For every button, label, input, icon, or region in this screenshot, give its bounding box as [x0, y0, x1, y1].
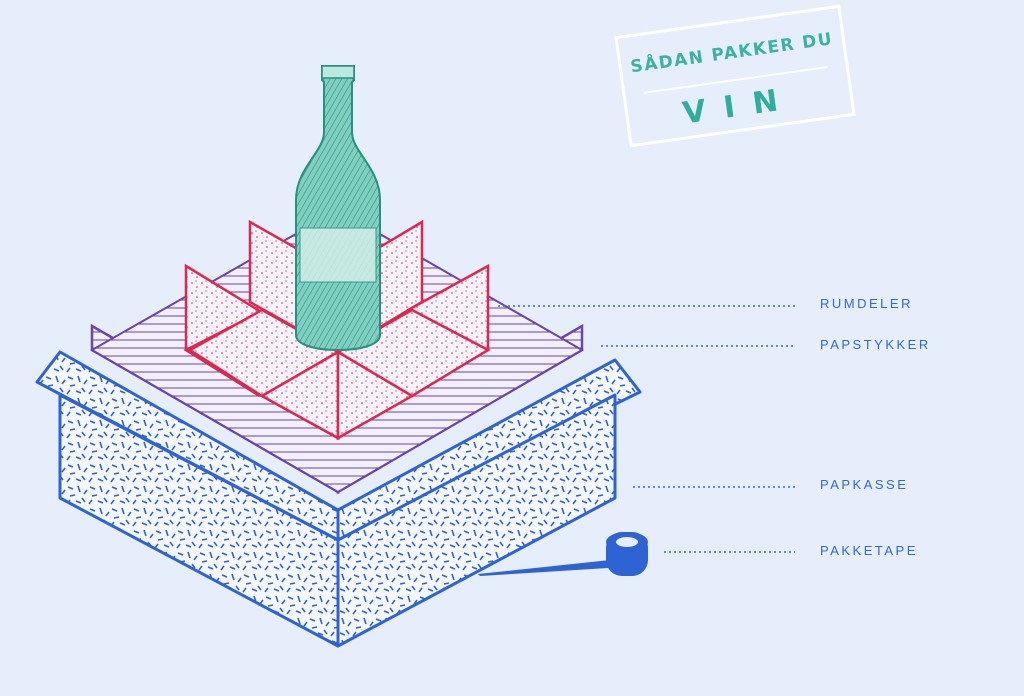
wine-bottle [295, 65, 381, 352]
cardboard-box [35, 350, 642, 648]
label-rumdeler: RUMDELER [820, 296, 913, 311]
stamp-title: SÅDAN PAKKER DU [629, 29, 835, 78]
label-papkasse: PAPKASSE [820, 477, 909, 492]
packing-tape [478, 532, 648, 576]
label-pakketape: PAKKETAPE [820, 543, 918, 558]
label-papstykker: PAPSTYKKER [820, 337, 931, 352]
leader-lines [498, 305, 795, 553]
front-dividers [259, 349, 415, 441]
